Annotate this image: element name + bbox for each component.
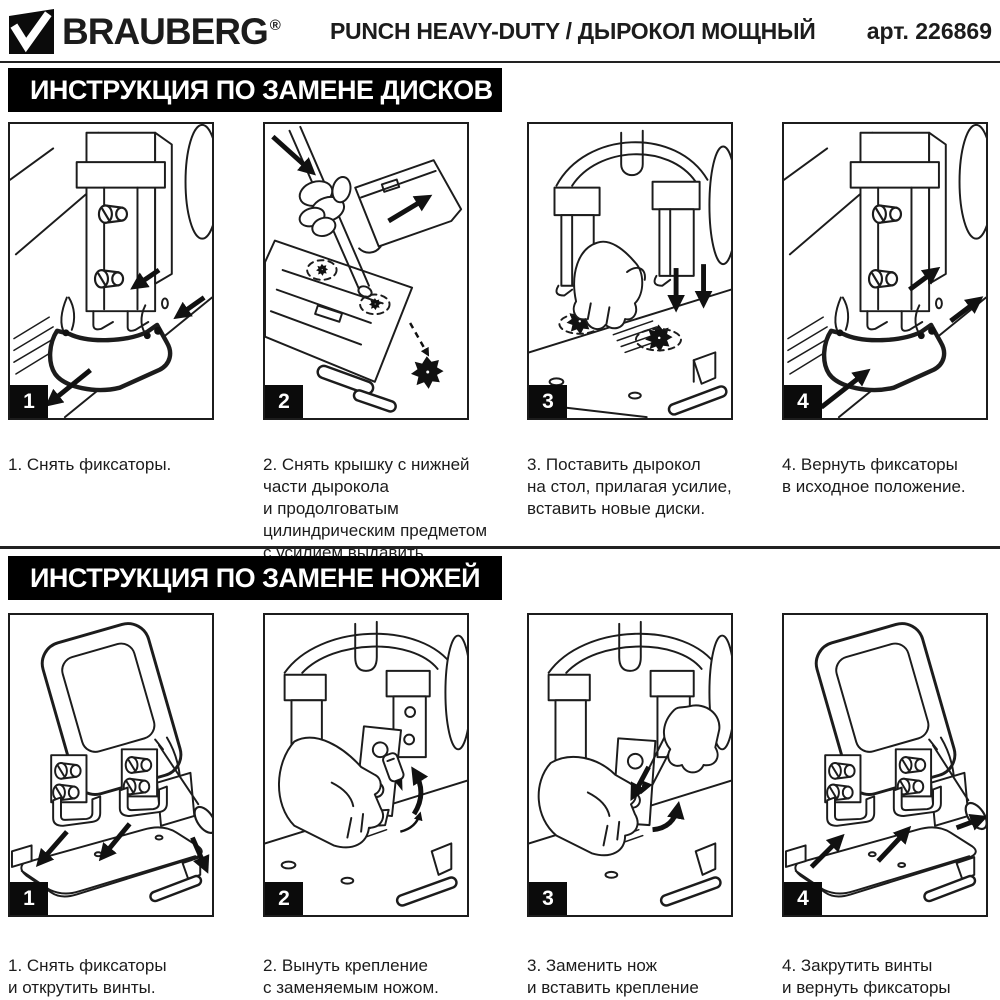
registered-mark: ® [269, 17, 281, 34]
step-number-badge: 3 [529, 385, 567, 418]
knife-step2-caption: 2. Вынуть крепление с заменяемым ножом. [263, 956, 439, 997]
step-number-badge: 2 [265, 882, 303, 915]
section-divider [0, 546, 1000, 549]
brand-logo: BRAUBERG® [8, 9, 281, 54]
knife-step2-illustration [265, 620, 467, 907]
knife-step4-illustration [784, 622, 986, 903]
disc-step3-panel: 3 [527, 122, 733, 420]
header-rule [0, 61, 1000, 63]
step-number-badge: 4 [784, 385, 822, 418]
step-number-badge: 1 [10, 882, 48, 915]
brand-name: BRAUBERG® [62, 11, 281, 52]
knife-step4-caption: 4. Закрутить винты и вернуть фиксаторы в… [782, 956, 951, 997]
step-number-badge: 2 [265, 385, 303, 418]
disc-step3-caption: 3. Поставить дырокол на стол, прилагая у… [527, 455, 732, 518]
disc-step3-illustration [529, 129, 731, 418]
knife-step1-caption: 1. Снять фиксаторы и открутить винты. [8, 956, 167, 997]
disc-step2-panel: 2 [263, 122, 469, 420]
disc-step4-illustration [784, 124, 986, 418]
disc-step2-caption: 2. Снять крышку с нижней части дырокола … [263, 455, 488, 584]
knife-step3-caption: 3. Заменить нож и вставить крепление обр… [527, 956, 699, 997]
knife-step3-illustration [529, 620, 731, 907]
disc-step1-caption: 1. Снять фиксаторы. [8, 455, 172, 474]
disc-step2-illustration [265, 125, 463, 413]
disc-step1-panel: 1 [8, 122, 214, 420]
knife-step1-illustration [10, 622, 212, 903]
knife-step3-panel: 3 [527, 613, 733, 917]
disc-step4-panel: 4 [782, 122, 988, 420]
section-title-knives: ИНСТРУКЦИЯ ПО ЗАМЕНЕ НОЖЕЙ [8, 556, 502, 600]
disc-step4-caption: 4. Вернуть фиксаторы в исходное положени… [782, 455, 966, 496]
brand-checkmark-icon [9, 9, 54, 54]
step-number-badge: 3 [529, 882, 567, 915]
knife-step2-panel: 2 [263, 613, 469, 917]
disc-step1-illustration [10, 124, 212, 418]
step-number-badge: 1 [10, 385, 48, 418]
article-number: арт. 226869 [866, 18, 992, 44]
knife-step4-panel: 4 [782, 613, 988, 917]
header: BRAUBERG® PUNCH HEAVY-DUTY / ДЫРОКОЛ МОЩ… [0, 0, 1000, 63]
knife-step1-panel: 1 [8, 613, 214, 917]
step-number-badge: 4 [784, 882, 822, 915]
product-title: PUNCH HEAVY-DUTY / ДЫРОКОЛ МОЩНЫЙ [330, 18, 816, 44]
section-title-discs: ИНСТРУКЦИЯ ПО ЗАМЕНЕ ДИСКОВ [8, 68, 502, 112]
